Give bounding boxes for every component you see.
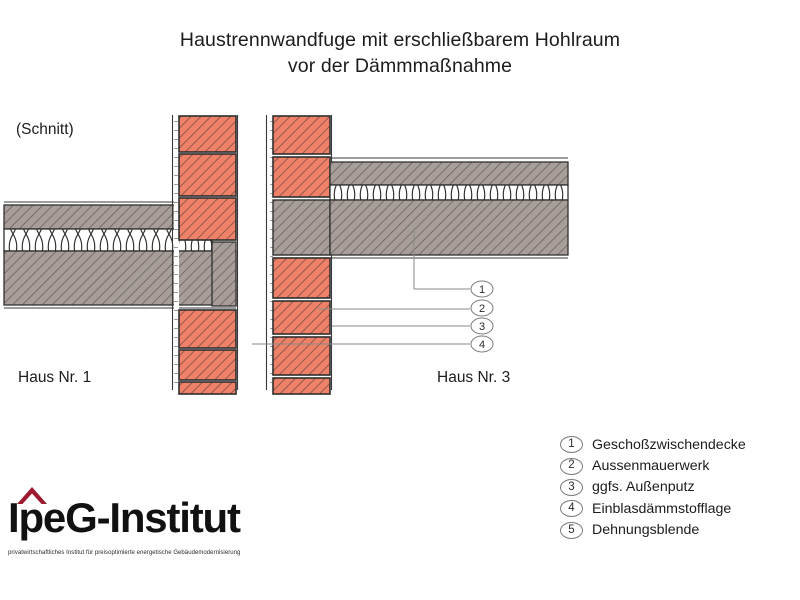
brick-block	[178, 309, 237, 349]
brick-block	[272, 336, 331, 376]
brick-block	[178, 349, 237, 381]
house-label-left: Haus Nr. 1	[18, 369, 92, 386]
logo-name-part2: Institut	[109, 494, 241, 541]
right-insulation-layer	[329, 184, 569, 201]
legend-item-1[interactable]: 1 Geschoßzwischendecke	[560, 434, 795, 455]
brick-block	[178, 153, 237, 197]
callout-4-number: 4	[479, 339, 485, 351]
left-slab-through-wall	[211, 241, 237, 307]
callout-1-number: 1	[479, 284, 485, 296]
right-concrete-slab	[329, 199, 569, 256]
right-wall-dimension-ticks	[268, 115, 273, 390]
legend: 1 Geschoßzwischendecke 2 Aussenmauerwerk…	[560, 434, 795, 541]
section-note-label: (Schnitt)	[16, 121, 74, 138]
brick-block	[272, 377, 331, 395]
logo-tagline: privatwirtschaftliches Institut für prei…	[8, 550, 241, 556]
legend-label-5: Dehnungsblende	[592, 522, 700, 539]
brick-block	[272, 300, 331, 335]
callout-leader-1	[413, 228, 470, 290]
callout-2-number: 2	[479, 303, 485, 315]
legend-number-3: 3	[560, 478, 583, 496]
left-party-wall-masonry	[171, 115, 239, 395]
legend-label-1: Geschoßzwischendecke	[592, 436, 746, 453]
legend-item-3[interactable]: 3 ggfs. Außenputz	[560, 477, 795, 498]
legend-number-4: 4	[560, 500, 583, 518]
house-label-right: Haus Nr. 3	[437, 369, 511, 386]
legend-label-4: Einblasdämmstofflage	[592, 500, 732, 517]
logo-name-dash: -	[96, 494, 111, 541]
callout-3-number: 3	[479, 321, 485, 333]
logo: IpeG-Institut privatwirtschaftliches Ins…	[8, 487, 288, 556]
callout-2[interactable]: 2	[470, 299, 494, 317]
right-party-wall-masonry	[265, 115, 333, 395]
brick-block	[272, 156, 331, 198]
callout-bubbles: 1 2 3 4	[470, 280, 494, 353]
legend-item-5[interactable]: 5 Dehnungsblende	[560, 520, 795, 541]
right-slab-through-wall	[272, 199, 331, 256]
legend-label-3: ggfs. Außenputz	[592, 479, 695, 496]
legend-number-2: 2	[560, 457, 583, 475]
logo-wordmark: IpeG-Institut	[8, 487, 288, 545]
brick-block	[178, 115, 237, 153]
callout-4[interactable]: 4	[470, 335, 494, 353]
legend-label-2: Aussenmauerwerk	[592, 458, 710, 475]
right-screed-layer	[329, 161, 569, 186]
brick-block	[272, 257, 331, 299]
left-concrete-slab	[3, 250, 237, 306]
legend-item-4[interactable]: 4 Einblasdämmstofflage	[560, 498, 795, 519]
callout-leaders	[252, 228, 470, 345]
legend-number-1: 1	[560, 436, 583, 454]
brick-block	[178, 381, 237, 395]
callout-1[interactable]: 1	[470, 280, 494, 298]
legend-number-5: 5	[560, 521, 583, 539]
callout-3[interactable]: 3	[470, 317, 494, 335]
left-wall-dimension-ticks	[174, 115, 179, 390]
legend-item-2[interactable]: 2 Aussenmauerwerk	[560, 455, 795, 476]
logo-name-part1: IpeG	[8, 494, 98, 541]
right-house-floor-assembly	[329, 157, 569, 259]
brick-block	[178, 197, 237, 241]
brick-block	[272, 115, 331, 155]
